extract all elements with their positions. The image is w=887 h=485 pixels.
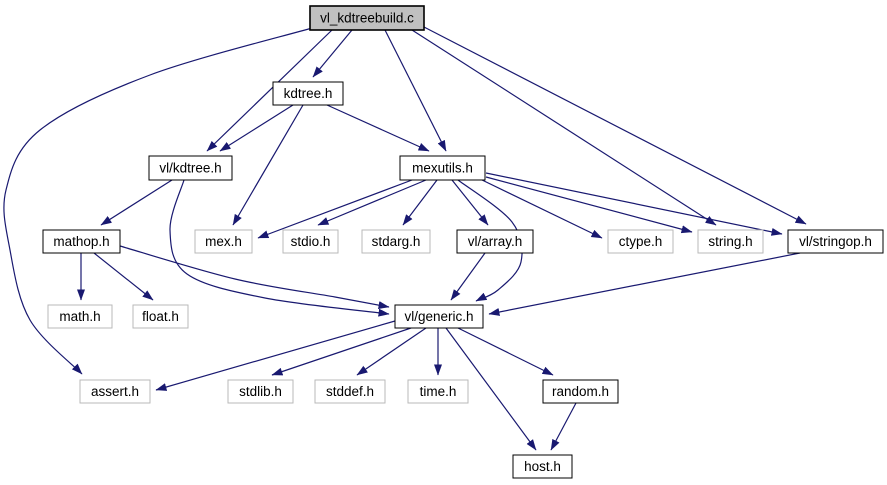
edge-vlkdtree-vlgeneric (169, 179, 390, 317)
node-time: time.h (407, 379, 469, 404)
edge-kdtree-vlkdtree (219, 104, 294, 152)
edge-root-mexutils (384, 29, 447, 152)
edge-mexutils-vlstringop (485, 172, 783, 236)
edge-root-string (411, 29, 717, 226)
edge-kdtree-mexutils (326, 104, 430, 152)
node-box-vlkdtree[interactable] (148, 155, 233, 181)
edge-mathop-float (93, 252, 154, 301)
edge-mexutils-stdio (317, 179, 427, 226)
node-label-float: float.h (142, 309, 179, 324)
node-box-assert (79, 379, 151, 404)
node-box-vlgeneric[interactable] (394, 304, 484, 329)
node-box-random[interactable] (542, 379, 619, 404)
edge-kdtree-mex (232, 104, 304, 226)
edge-root-kdtree (312, 29, 353, 78)
edge-vlgeneric-assert (155, 320, 396, 391)
node-stdio: stdio.h (282, 229, 339, 254)
node-box-stdarg (361, 229, 431, 254)
node-box-math (47, 304, 113, 329)
node-label-mathop: mathop.h (53, 234, 109, 249)
node-vlarray[interactable]: vl/array.h (456, 229, 534, 254)
node-label-math: math.h (59, 309, 100, 324)
node-label-stddef: stddef.h (326, 384, 374, 399)
node-mexutils[interactable]: mexutils.h (399, 155, 486, 181)
node-host[interactable]: host.h (512, 454, 573, 479)
node-box-ctype (607, 229, 674, 254)
node-label-mexutils: mexutils.h (412, 161, 473, 176)
edge-root-assert (3, 27, 313, 375)
node-label-random: random.h (552, 384, 609, 399)
edge-mexutils-vlarray (451, 179, 489, 226)
node-label-assert: assert.h (91, 384, 139, 399)
node-label-string: string.h (708, 234, 752, 249)
node-float: float.h (132, 304, 189, 329)
node-mathop[interactable]: mathop.h (42, 229, 121, 254)
edge-random-host (550, 402, 577, 451)
edge-root-vlkdtree (206, 29, 333, 152)
node-root: vl_kdtreebuild.c (309, 5, 425, 31)
edge-mexutils-string (485, 176, 693, 234)
edge-vlstringop-vlgeneric (488, 252, 801, 316)
node-vlgeneric[interactable]: vl/generic.h (394, 304, 484, 329)
node-box-root (309, 5, 425, 31)
edge-mexutils-mex (257, 179, 413, 239)
edge-vlkdtree-mathop (100, 179, 173, 226)
node-assert: assert.h (79, 379, 151, 404)
edge-mexutils-stdarg (402, 179, 438, 226)
edge-vlgeneric-stddef (356, 327, 427, 376)
node-stdlib: stdlib.h (227, 379, 294, 404)
node-label-ctype: ctype.h (619, 234, 663, 249)
node-stdarg: stdarg.h (361, 229, 431, 254)
node-mex: mex.h (194, 229, 253, 254)
edge-mexutils-ctype (479, 178, 603, 239)
node-label-stdarg: stdarg.h (372, 234, 421, 249)
node-box-mexutils[interactable] (399, 155, 486, 181)
node-kdtree[interactable]: kdtree.h (272, 81, 344, 106)
node-label-stdlib: stdlib.h (239, 384, 282, 399)
node-random[interactable]: random.h (542, 379, 619, 404)
node-box-string (697, 229, 764, 254)
node-label-vlarray: vl/array.h (468, 234, 523, 249)
node-box-vlstringop[interactable] (787, 229, 884, 254)
node-label-root: vl_kdtreebuild.c (320, 11, 414, 26)
node-label-host: host.h (524, 459, 561, 474)
edge-vlgeneric-random (457, 327, 554, 376)
edge-vlarray-vlgeneric (450, 252, 486, 301)
node-label-vlkdtree: vl/kdtree.h (159, 161, 221, 176)
node-label-mex: mex.h (205, 234, 242, 249)
node-box-float (132, 304, 189, 329)
node-vlkdtree[interactable]: vl/kdtree.h (148, 155, 233, 181)
node-box-host[interactable] (512, 454, 573, 479)
node-box-vlarray[interactable] (456, 229, 534, 254)
node-box-stdio (282, 229, 339, 254)
node-box-stddef (314, 379, 386, 404)
edge-root-vlstringop (423, 26, 807, 225)
edge-mathop-vlgeneric (119, 245, 390, 310)
node-string: string.h (697, 229, 764, 254)
node-vlstringop[interactable]: vl/stringop.h (787, 229, 884, 254)
node-label-stdio: stdio.h (291, 234, 331, 249)
node-box-time (407, 379, 469, 404)
node-label-kdtree: kdtree.h (284, 86, 333, 101)
edge-mexutils-vlgeneric (457, 179, 523, 302)
edge-vlgeneric-stdlib (271, 327, 412, 376)
node-stddef: stddef.h (314, 379, 386, 404)
node-math: math.h (47, 304, 113, 329)
node-box-mathop[interactable] (42, 229, 121, 254)
node-ctype: ctype.h (607, 229, 674, 254)
node-label-vlgeneric: vl/generic.h (404, 309, 473, 324)
node-box-stdlib (227, 379, 294, 404)
node-box-kdtree[interactable] (272, 81, 344, 106)
node-label-vlstringop: vl/stringop.h (799, 234, 872, 249)
edge-vlgeneric-host (445, 327, 537, 451)
node-label-time: time.h (420, 384, 457, 399)
node-box-mex (194, 229, 253, 254)
